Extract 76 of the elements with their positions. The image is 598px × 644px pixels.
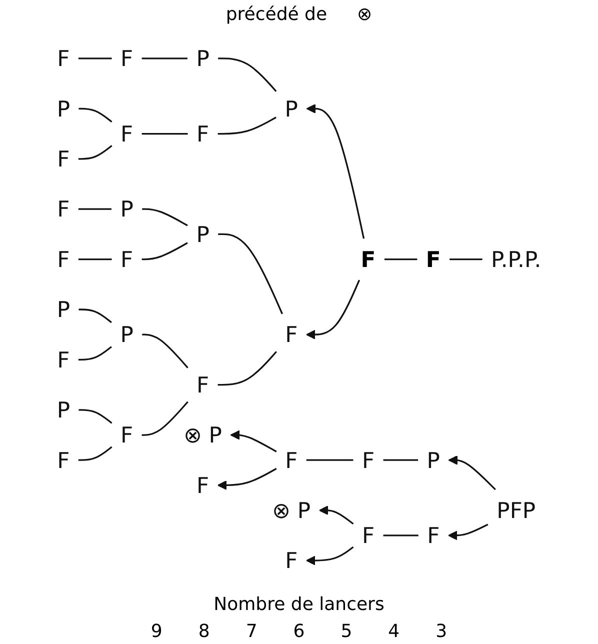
level-number: 5 [340, 621, 352, 642]
node-text: F [57, 196, 70, 222]
node-text: P [120, 196, 134, 222]
level-number: 6 [293, 621, 305, 642]
node-text: F [285, 547, 298, 574]
arrow [306, 546, 354, 566]
connector [450, 258, 482, 260]
level-number: 7 [246, 621, 258, 642]
node-text: F [120, 422, 134, 448]
node-text: P [284, 96, 298, 122]
connector [78, 208, 112, 210]
node-text: F [57, 45, 70, 72]
node-text: F [196, 372, 210, 398]
arrow [306, 280, 360, 340]
connector [78, 308, 112, 324]
arrow [448, 524, 488, 540]
node-text: F [57, 346, 70, 373]
node-text: ⊗ P [184, 422, 222, 448]
connector [218, 58, 277, 92]
node-text: F [426, 246, 441, 272]
connector [78, 446, 112, 461]
level-number: 4 [388, 621, 400, 642]
connector [218, 116, 276, 135]
node-text: F [360, 246, 376, 272]
node-text: P [56, 296, 70, 323]
circled-cross-mark: ⊗ [357, 4, 372, 25]
connector [78, 145, 112, 160]
note-text: Nombre de lancers [214, 594, 384, 615]
level-number: 3 [436, 621, 448, 642]
node-text: P [196, 221, 210, 248]
node-text: P [56, 96, 70, 122]
connector [218, 233, 283, 314]
arrow [230, 430, 277, 452]
connector [383, 534, 418, 536]
connector [218, 351, 277, 386]
node-text: F [120, 45, 134, 72]
node-text: P [120, 322, 134, 348]
node-text: F [57, 447, 70, 474]
arrow [448, 455, 496, 490]
node-text: F [362, 447, 375, 474]
connector [142, 58, 188, 60]
node-text: F [120, 120, 134, 147]
connector [142, 132, 188, 135]
connector [142, 401, 188, 436]
level-number: 8 [198, 621, 210, 642]
connector [78, 258, 112, 260]
connector [383, 459, 418, 461]
node-text: F [120, 246, 134, 272]
connector [142, 334, 188, 368]
node-text: F [427, 522, 440, 549]
connector [78, 108, 112, 123]
node-text: PFP [496, 497, 536, 524]
connector [78, 58, 112, 60]
node-text: ⊗ P [272, 497, 311, 524]
connector [306, 459, 354, 461]
node-text: P [426, 447, 440, 474]
node-text: F [285, 447, 298, 474]
node-text: F [285, 322, 298, 348]
node-text: F [57, 246, 70, 272]
arrow [217, 468, 277, 490]
node-text: P [196, 45, 210, 72]
connector [142, 208, 188, 226]
node-text: F [362, 522, 375, 549]
level-number: 9 [150, 621, 162, 642]
arrow [318, 506, 354, 524]
node-text: P [56, 396, 70, 424]
node-text: F [196, 472, 210, 498]
connector [78, 409, 112, 424]
connector [78, 346, 112, 361]
connector [384, 258, 418, 260]
node-text: P.P.P. [491, 246, 542, 272]
connector [142, 242, 188, 260]
note-text: précédé de [226, 4, 328, 25]
node-text: F [57, 146, 70, 172]
arrow [306, 104, 365, 239]
node-text: F [196, 120, 210, 147]
